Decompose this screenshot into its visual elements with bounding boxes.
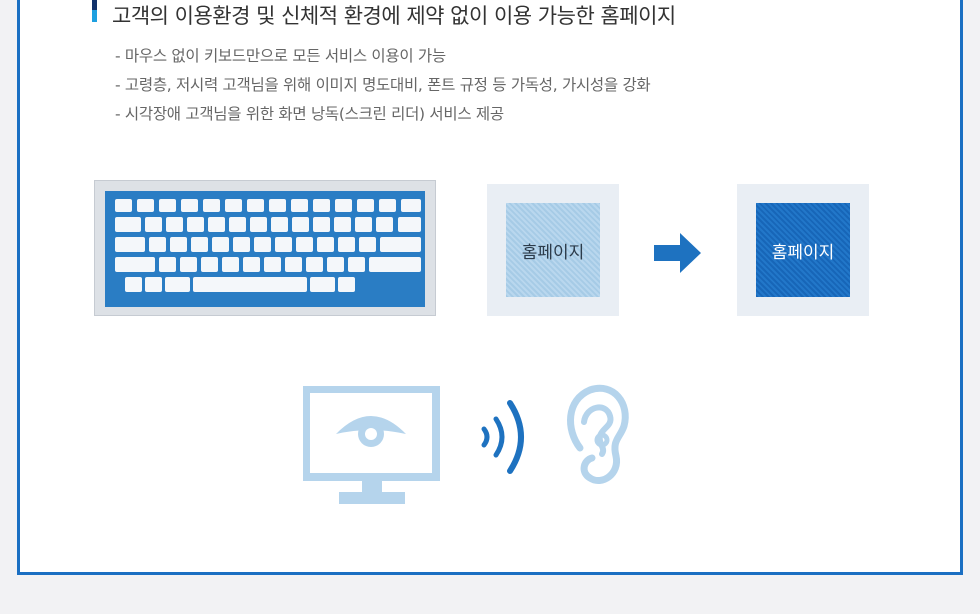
keyboard-key — [229, 217, 246, 232]
bullet-list: - 마우스 없이 키보드만으로 모든 서비스 이용이 가능 - 고령층, 저시력… — [115, 42, 651, 129]
keyboard-key — [275, 237, 292, 252]
bullet-item: - 시각장애 고객님을 위한 화면 낭독(스크린 리더) 서비스 제공 — [115, 105, 504, 123]
keyboard-key — [181, 199, 198, 212]
keyboard-key — [187, 217, 204, 232]
keyboard-key — [296, 237, 313, 252]
keyboard-key — [125, 277, 142, 292]
homepage-before-label: 홈페이지 — [506, 203, 600, 297]
keyboard-key — [166, 217, 183, 232]
arrow-right-icon — [654, 233, 701, 273]
keyboard-key — [327, 257, 344, 272]
homepage-before-box: 홈페이지 — [487, 184, 619, 316]
keyboard-key — [310, 277, 335, 292]
keyboard-key — [401, 199, 421, 212]
keyboard-key — [149, 237, 166, 252]
keyboard-key — [201, 257, 218, 272]
keyboard-key — [159, 199, 176, 212]
keyboard-key — [137, 199, 154, 212]
keyboard-key — [165, 277, 190, 292]
keyboard-key — [355, 217, 372, 232]
keyboard-key — [357, 199, 374, 212]
keyboard-key — [269, 199, 286, 212]
keyboard-key — [254, 237, 271, 252]
keyboard-key — [203, 199, 220, 212]
keyboard-icon — [94, 180, 436, 316]
homepage-after-box: 홈페이지 — [737, 184, 869, 316]
keyboard-key — [379, 199, 396, 212]
keyboard-key — [193, 277, 307, 292]
homepage-after-label: 홈페이지 — [756, 203, 850, 297]
keyboard-key — [180, 257, 197, 272]
ear-icon — [567, 384, 629, 484]
keyboard-key — [115, 257, 155, 272]
keyboard-key — [380, 237, 421, 252]
keyboard-key — [208, 217, 225, 232]
keyboard-key — [335, 199, 352, 212]
keyboard-key — [334, 217, 351, 232]
keyboard-key — [222, 257, 239, 272]
keyboard-key — [225, 199, 242, 212]
bullet-item: - 고령층, 저시력 고객님을 위해 이미지 명도대비, 폰트 규정 등 가독성… — [115, 76, 651, 94]
keyboard-key — [313, 199, 330, 212]
keyboard-key — [243, 257, 260, 272]
keyboard-key — [115, 199, 132, 212]
keyboard-key — [115, 217, 141, 232]
keyboard-key — [145, 217, 162, 232]
bullet-item: - 마우스 없이 키보드만으로 모든 서비스 이용이 가능 — [115, 47, 446, 65]
keyboard-key — [233, 237, 250, 252]
keyboard-key — [348, 257, 365, 272]
keyboard-key — [271, 217, 288, 232]
keyboard-key — [306, 257, 323, 272]
keyboard-key — [292, 217, 309, 232]
keyboard-keys — [105, 191, 425, 307]
keyboard-key — [159, 257, 176, 272]
keyboard-key — [398, 217, 421, 232]
keyboard-key — [285, 257, 302, 272]
keyboard-key — [338, 277, 355, 292]
keyboard-key — [247, 199, 264, 212]
keyboard-key — [359, 237, 376, 252]
keyboard-key — [313, 217, 330, 232]
keyboard-key — [317, 237, 334, 252]
sound-waves-icon — [481, 400, 524, 474]
keyboard-key — [376, 217, 393, 232]
keyboard-key — [264, 257, 281, 272]
keyboard-key — [145, 277, 162, 292]
section-title: 고객의 이용환경 및 신체적 환경에 제약 없이 이용 가능한 홈페이지 — [112, 4, 676, 28]
title-marker — [92, 0, 97, 22]
keyboard-key — [369, 257, 421, 272]
monitor-eye-icon — [303, 386, 440, 504]
keyboard-key — [291, 199, 308, 212]
keyboard-key — [338, 237, 355, 252]
keyboard-key — [170, 237, 187, 252]
keyboard-key — [191, 237, 208, 252]
keyboard-key — [115, 237, 145, 252]
keyboard-key — [212, 237, 229, 252]
keyboard-key — [250, 217, 267, 232]
